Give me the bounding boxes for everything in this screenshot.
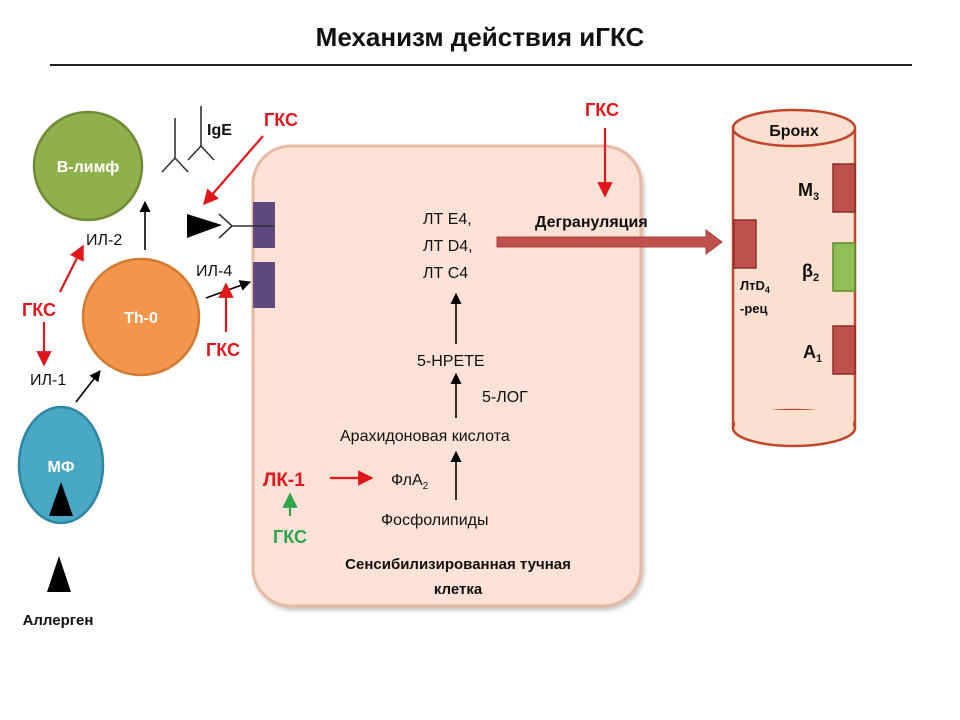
il2-label: ИЛ-2 [86,232,122,249]
lk1-label: ЛК-1 [263,470,305,491]
il1-label: ИЛ-1 [30,372,66,389]
a1-label: А1 [803,342,822,365]
mf-cell [17,405,105,525]
gks-label-green: ГКС [273,527,307,547]
ige-on-receptor [218,213,275,239]
degranulation-arrow [496,229,723,255]
ige-label: IgE [207,122,232,139]
fla2-label: ФлА2 [391,472,429,492]
mast-cell-caption-line2: клетка [434,581,483,598]
arachidonic-acid-label: Арахидоновая кислота [340,428,510,445]
phospholipids-label: Фосфолипиды [381,512,488,529]
gks-arrow-ige [202,135,264,206]
title-divider [50,64,912,66]
allergen-label: Аллерген [23,612,94,629]
allergen-bound-icon [187,214,222,238]
lt-c4-label: ЛТ С4 [423,265,468,282]
ige-antibody-left [161,118,189,173]
log-label: 5-ЛОГ [482,389,528,406]
mast-cell-caption-line1: Сенсибилизированная тучная [345,556,571,573]
hpete-label: 5-НРЕТЕ [417,353,485,370]
th0-cell [81,257,201,377]
lt-e4-label: ЛТ Е4, [423,211,472,228]
gks-label-left: ГКС [22,300,56,320]
mf-label: МФ [48,459,75,476]
allergen-icon [47,556,71,592]
a1-receptor [832,325,856,375]
th0-label: Th-0 [124,310,158,327]
lt-d4-label: ЛТ D4, [423,238,473,255]
ige-receptor-lower [253,262,275,308]
page-title: Механизм действия иГКС [315,22,645,52]
m3-label: М3 [798,180,819,203]
ltd4-receptor-suffix: -рец [740,301,768,316]
ltd4-receptor [733,219,757,269]
b-lymph-label: В-лимф [57,159,120,176]
ige-antibody-right [187,106,215,161]
degranulation-label: Дегрануляция [535,214,648,231]
ltd4-receptor-label: ЛтD4 [740,278,770,295]
allergen-in-mf [49,482,73,516]
gks-label-il4: ГКС [206,340,240,360]
il4-arrow [205,280,252,299]
bronchus-label: Бронх [769,123,819,140]
il1-arrow [75,370,101,403]
gks-label-top: ГКС [585,100,619,120]
mast-cell [251,144,643,608]
m3-receptor [832,163,856,213]
ige-receptor-upper [253,202,275,248]
gks-label-ige: ГКС [264,110,298,130]
b-lymph-cell [32,110,144,222]
il4-label: ИЛ-4 [196,263,232,280]
beta2-receptor [832,242,856,292]
beta2-label: β2 [802,261,819,284]
gks-arrow-il2 [59,244,84,293]
